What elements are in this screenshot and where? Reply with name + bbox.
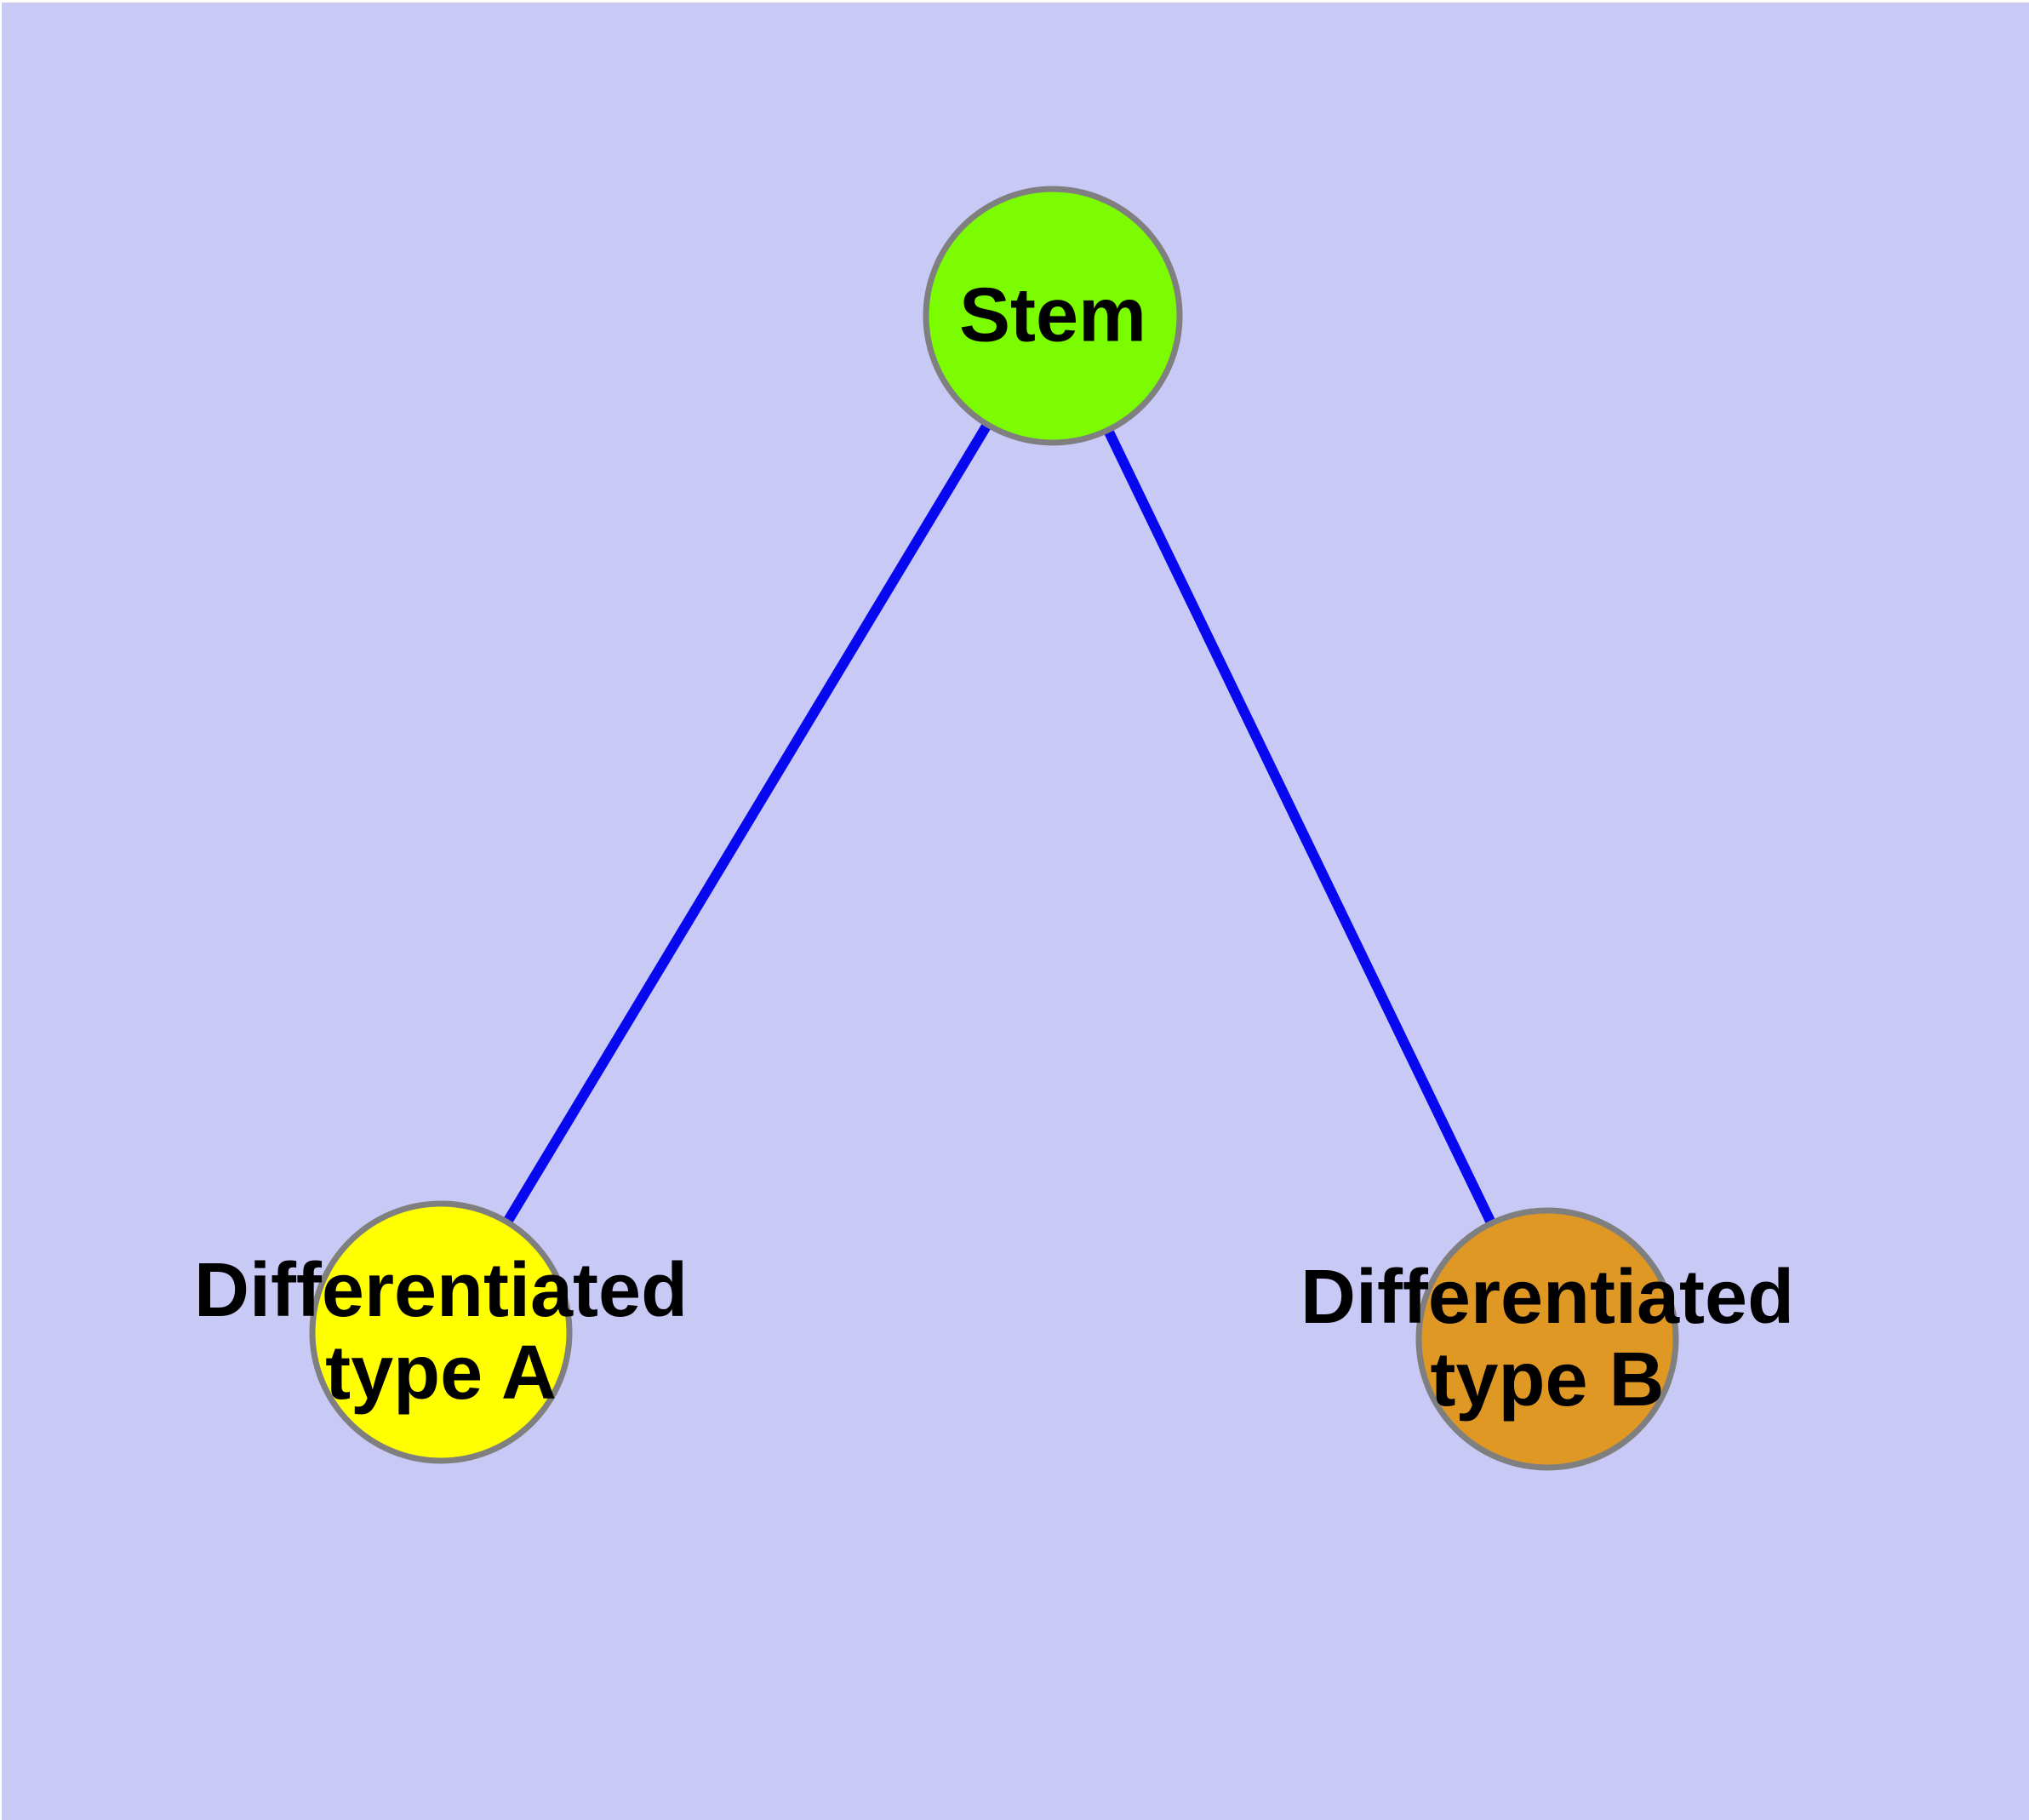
label-line: Stem <box>958 272 1147 358</box>
edge-stem-typeB <box>1048 313 1552 1342</box>
node-typeA-label: Differentiated type A <box>194 1250 688 1415</box>
label-line: Differentiated <box>193 1248 689 1333</box>
edge-layer <box>436 312 1552 1342</box>
label-line: Differentiated <box>1300 1255 1795 1340</box>
node-typeB-label: Differentiated type B <box>1300 1256 1794 1422</box>
label-line: type B <box>1430 1337 1665 1422</box>
node-layer <box>309 186 1679 1471</box>
node-typeB-circle <box>1415 1207 1679 1471</box>
node-typeA-circle <box>309 1200 573 1464</box>
label-line: type A <box>325 1331 557 1416</box>
edge-stem-typeA <box>436 312 1058 1336</box>
node-stem-label: Stem <box>958 272 1147 358</box>
node-stem-circle <box>923 186 1183 446</box>
